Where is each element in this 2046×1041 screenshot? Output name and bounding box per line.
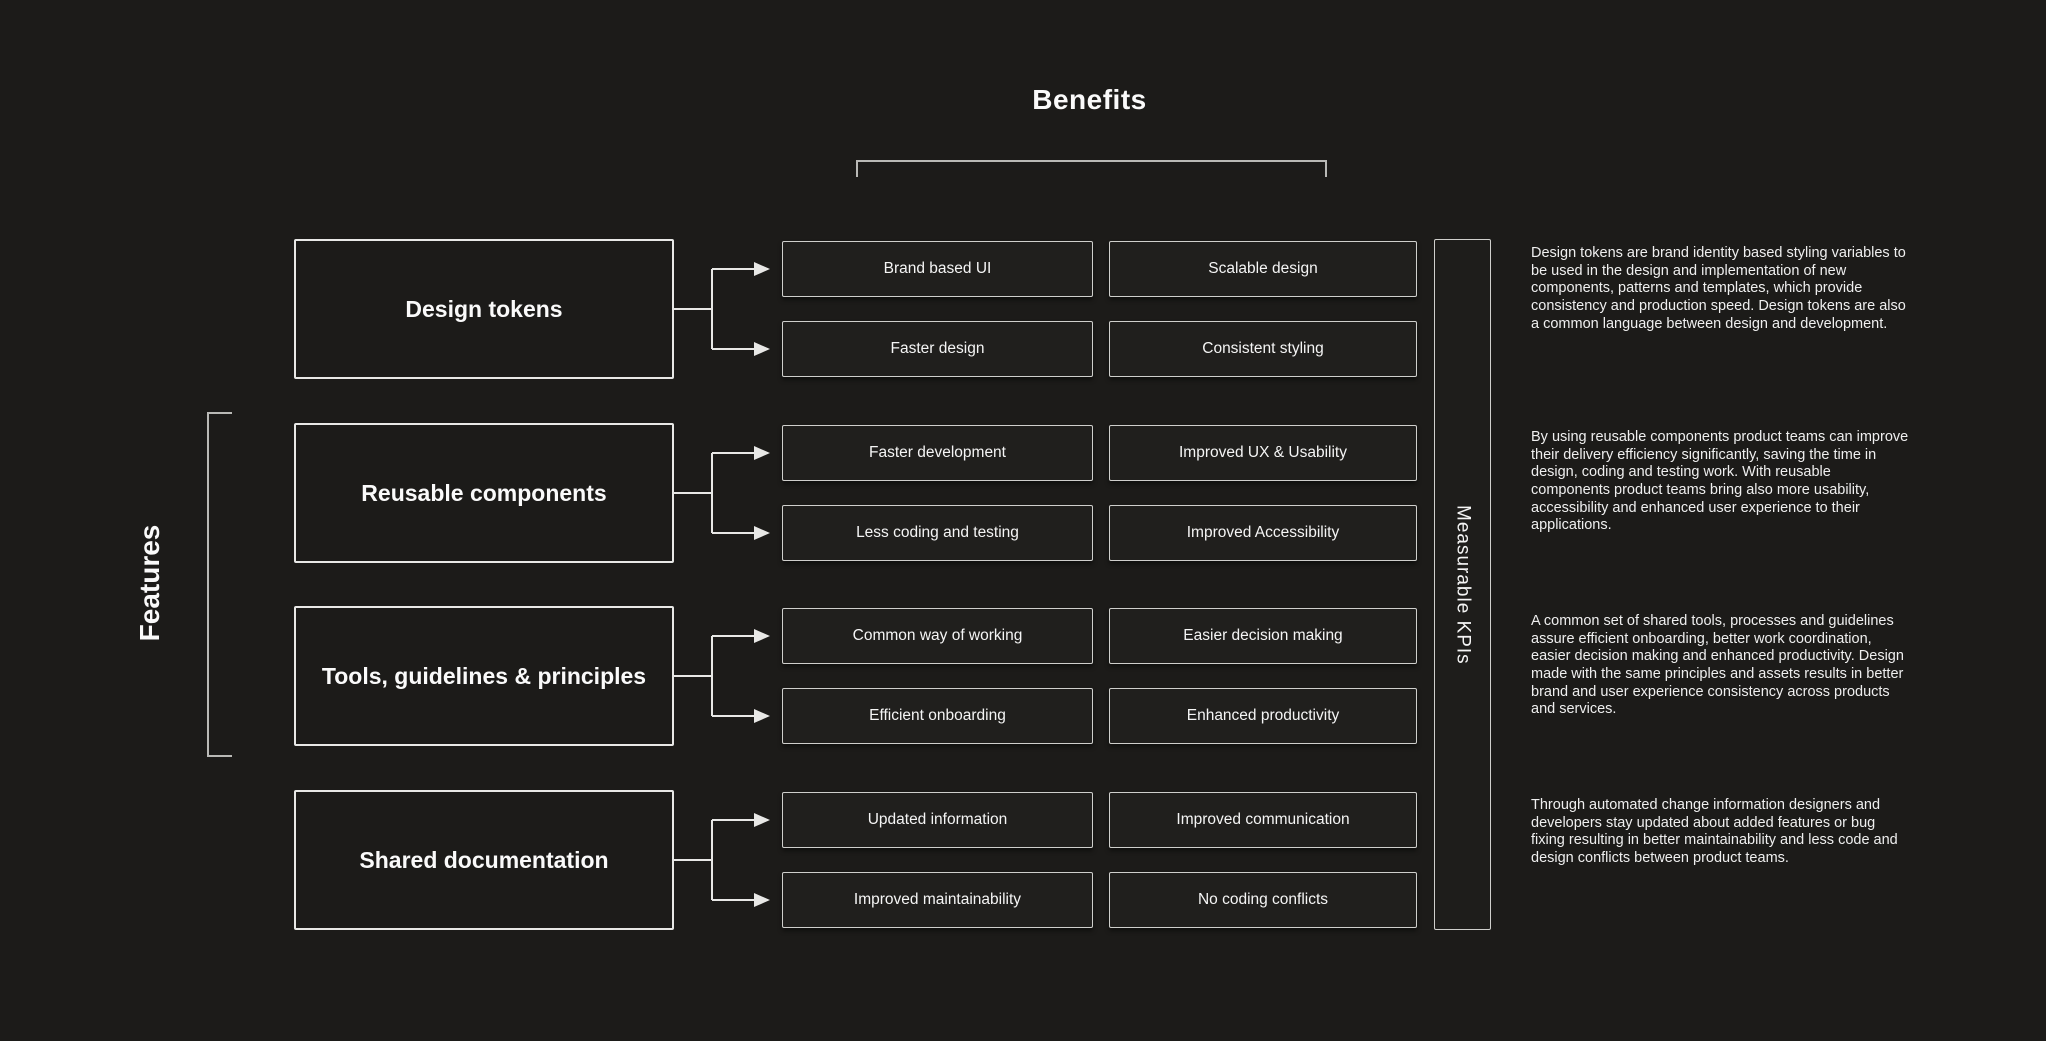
measurable-kpis-label: Measurable KPIs xyxy=(1452,504,1474,665)
features-label: Features xyxy=(134,524,165,642)
feature-box-design-tokens: Design tokens xyxy=(294,239,674,379)
feature-description: By using reusable components product tea… xyxy=(1531,429,1909,534)
benefit-box: Easier decision making xyxy=(1109,608,1417,664)
measurable-kpis-box: Measurable KPIs xyxy=(1434,239,1491,930)
benefit-label: Updated information xyxy=(867,811,1008,828)
benefits-title: Benefits xyxy=(1032,84,1147,115)
benefit-label: Improved Accessibility xyxy=(1186,524,1340,541)
benefit-box: Updated information xyxy=(782,792,1093,848)
benefit-box: Consistent styling xyxy=(1109,321,1417,377)
feature-label: Design tokens xyxy=(405,295,563,322)
features-bracket xyxy=(207,412,232,757)
benefit-box: Less coding and testing xyxy=(782,505,1093,561)
benefit-box: Faster design xyxy=(782,321,1093,377)
benefit-label: Enhanced productivity xyxy=(1186,707,1340,724)
benefit-label: No coding conflicts xyxy=(1197,891,1329,908)
benefit-box: Brand based UI xyxy=(782,241,1093,297)
benefit-box: Scalable design xyxy=(1109,241,1417,297)
benefit-label: Faster design xyxy=(890,340,985,357)
feature-description: A common set of shared tools, processes … xyxy=(1531,613,1904,718)
benefit-box: Improved maintainability xyxy=(782,872,1093,928)
feature-box-tools-guidelines-principles: Tools, guidelines & principles xyxy=(294,606,674,746)
benefit-box: No coding conflicts xyxy=(1109,872,1417,928)
benefit-label: Brand based UI xyxy=(883,260,992,277)
feature-box-reusable-components: Reusable components xyxy=(294,423,674,563)
benefit-label: Less coding and testing xyxy=(856,524,1019,541)
benefit-box: Improved communication xyxy=(1109,792,1417,848)
benefit-box: Enhanced productivity xyxy=(1109,688,1417,744)
benefit-box: Efficient onboarding xyxy=(782,688,1093,744)
benefit-label: Easier decision making xyxy=(1183,627,1343,644)
benefit-box: Faster development xyxy=(782,425,1093,481)
benefit-box: Common way of working xyxy=(782,608,1093,664)
benefit-box: Improved Accessibility xyxy=(1109,505,1417,561)
benefit-label: Efficient onboarding xyxy=(869,707,1006,724)
feature-label: Shared documentation xyxy=(359,846,609,873)
benefit-label: Faster development xyxy=(869,444,1006,461)
benefit-label: Consistent styling xyxy=(1202,340,1324,357)
benefit-label: Improved communication xyxy=(1176,811,1350,828)
benefit-label: Improved UX & Usability xyxy=(1179,444,1347,461)
benefits-bracket xyxy=(856,160,1327,177)
benefit-label: Improved maintainability xyxy=(853,891,1022,908)
feature-description: Design tokens are brand identity based s… xyxy=(1531,245,1906,332)
feature-label: Reusable components xyxy=(361,479,607,506)
feature-label: Tools, guidelines & principles xyxy=(321,662,647,689)
benefit-label: Scalable design xyxy=(1208,260,1318,277)
benefit-label: Common way of working xyxy=(852,627,1023,644)
feature-description: Through automated change information des… xyxy=(1531,797,1898,867)
feature-box-shared-documentation: Shared documentation xyxy=(294,790,674,930)
benefit-box: Improved UX & Usability xyxy=(1109,425,1417,481)
